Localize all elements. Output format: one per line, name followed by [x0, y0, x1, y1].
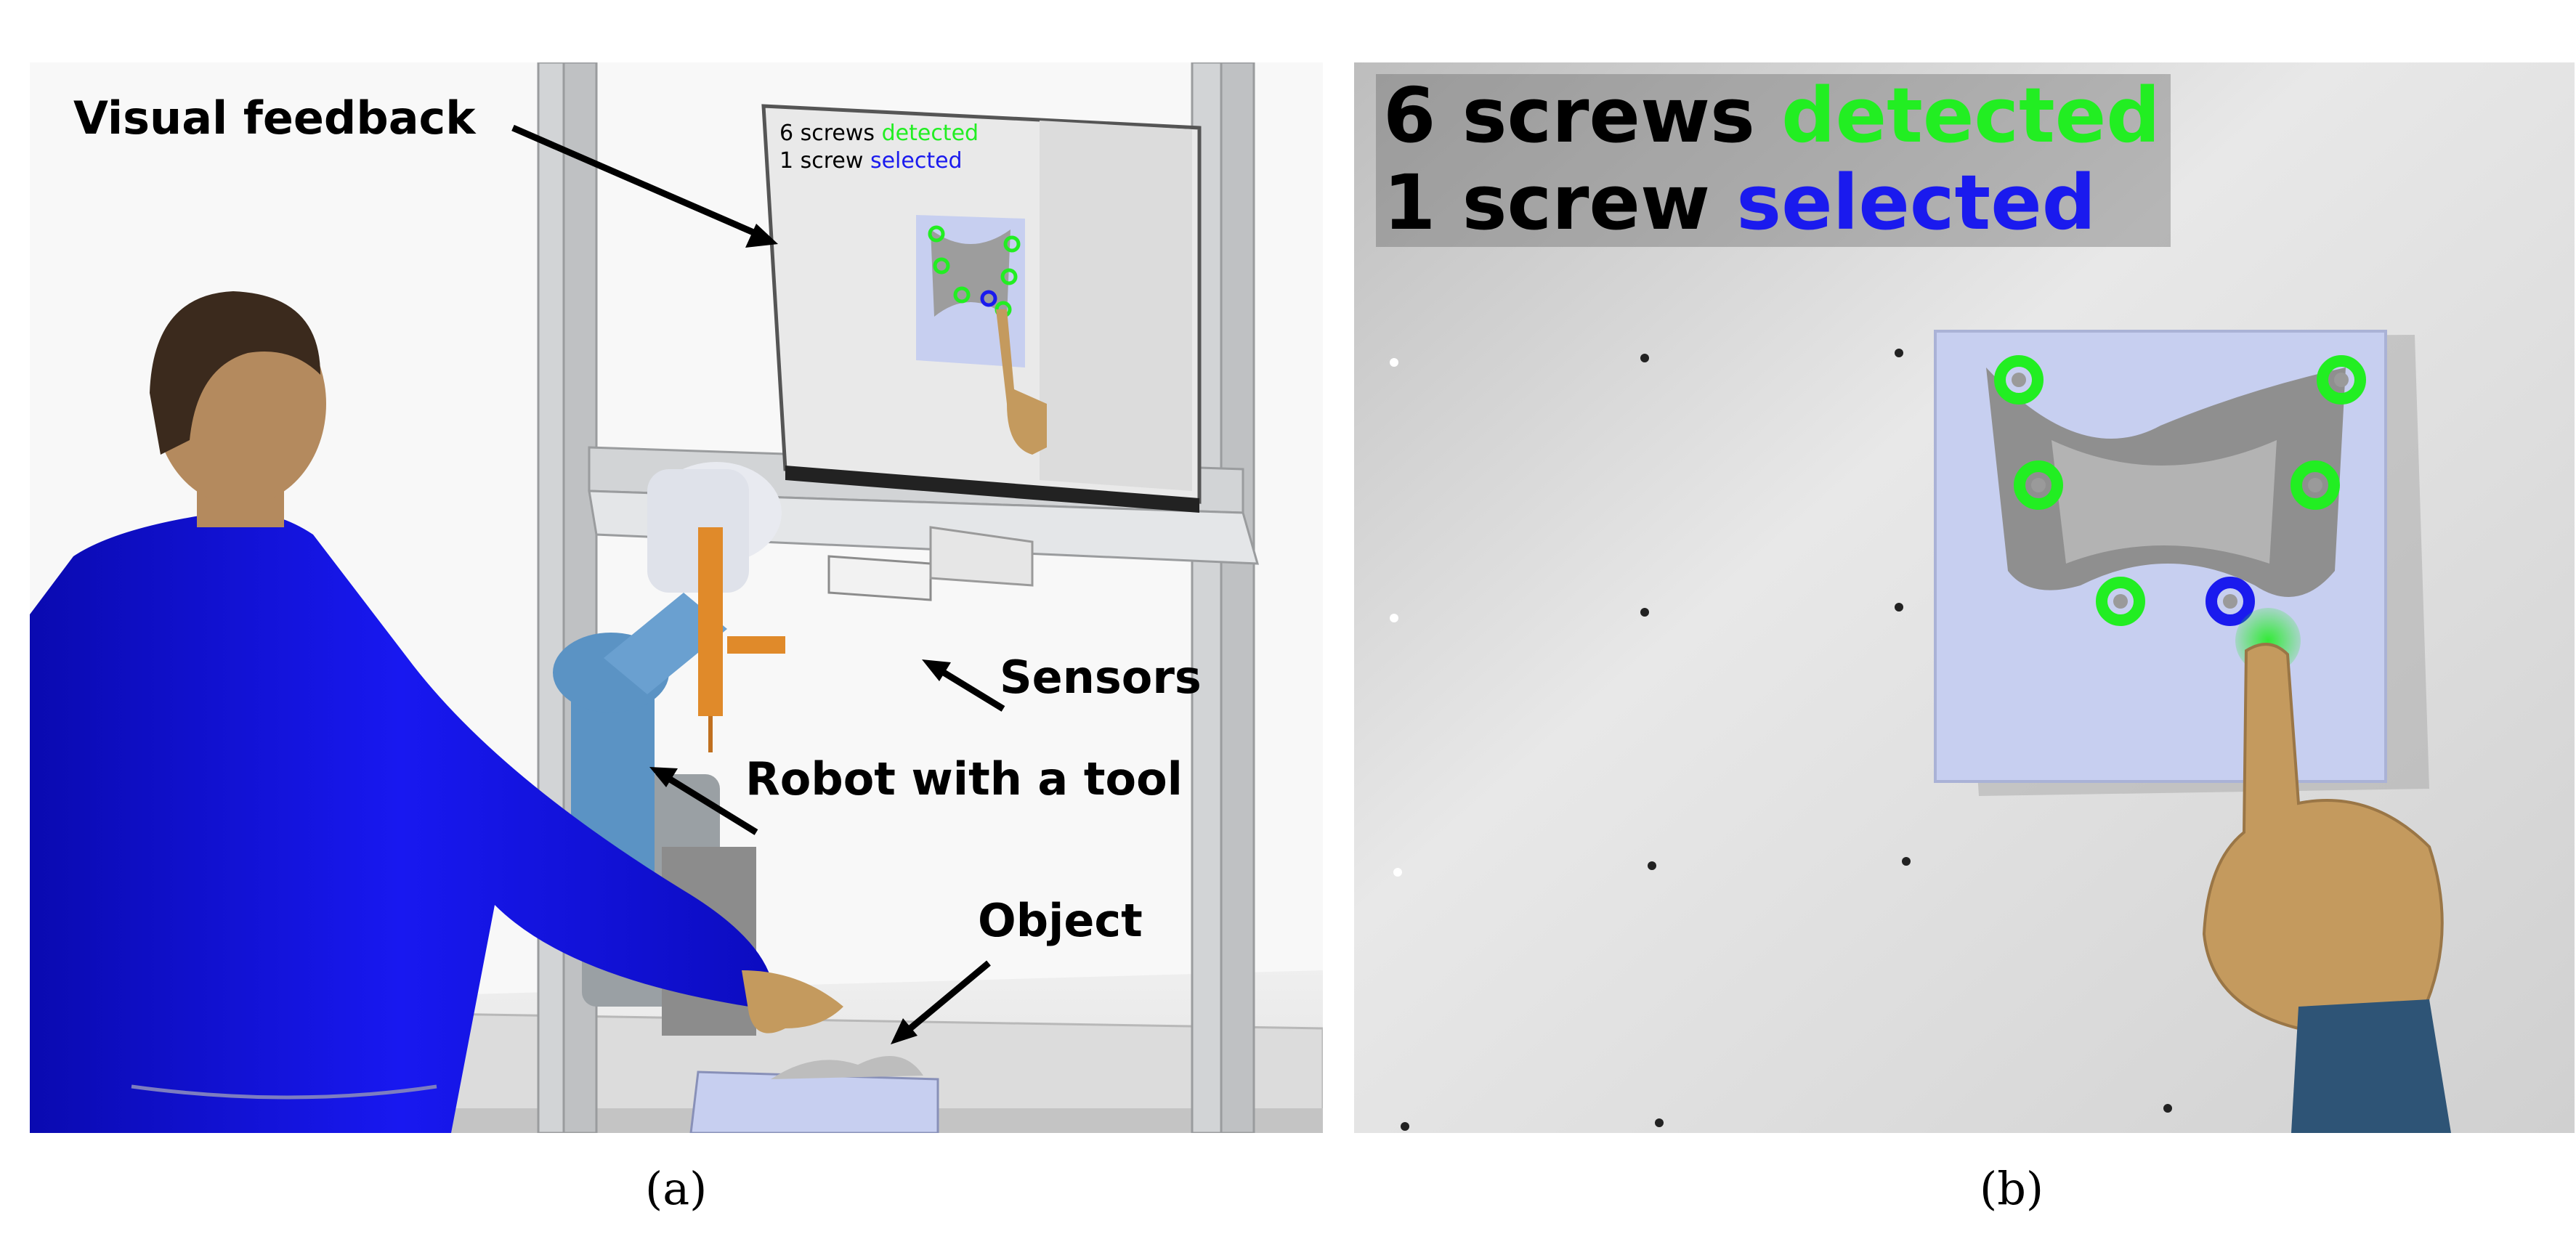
sensor-unit: [827, 526, 1034, 601]
panel-b-zoomed-display: 6 screws detected 1 screw selected: [1354, 62, 2575, 1133]
selected-screw-marker: [2206, 577, 2255, 626]
overlay-selected-text: selected: [1736, 158, 2097, 247]
monitor-detected-text: detected: [881, 121, 979, 146]
workcell-illustration: [30, 62, 1323, 1133]
overlay-count-text: 6 screws: [1383, 71, 1755, 160]
label-sensors: Sensors: [1000, 651, 1202, 704]
monitor-status-line-1: 6 screws detected: [779, 121, 979, 146]
monitor-selected-text: selected: [870, 148, 963, 174]
worker-figure: [30, 291, 843, 1133]
display-monitor: [761, 104, 1202, 513]
detected-screw-markers: [1994, 355, 2366, 626]
overlay-status-line-1: 6 screws detected: [1383, 71, 2160, 160]
label-visual-feedback: Visual feedback: [73, 92, 476, 145]
annotation-arrows: [511, 124, 1005, 1044]
workpiece-object: [689, 1056, 939, 1133]
background-dots: [1401, 349, 2172, 1131]
overlay-detected-text: detected: [1781, 71, 2160, 160]
status-overlay-box: [1376, 74, 2171, 247]
caption-b: (b): [1980, 1162, 2044, 1215]
overlay-selected-count-text: 1 screw: [1383, 158, 1711, 247]
monitor-status-line-2: 1 screw selected: [779, 148, 963, 174]
monitor-count-text: 6 screws: [779, 121, 875, 146]
monitor-selected-count-text: 1 screw: [779, 148, 864, 174]
overlay-status-line-2: 1 screw selected: [1383, 158, 2096, 247]
pointing-hand: [2202, 643, 2451, 1133]
zoomed-plate-illustration: [1354, 62, 2575, 1133]
label-robot-with-tool: Robot with a tool: [745, 752, 1183, 805]
caption-a: (a): [645, 1162, 708, 1215]
label-object: Object: [978, 894, 1143, 947]
panel-a-workcell-scene: 6 screws detected 1 screw selected Visua…: [30, 62, 1323, 1133]
